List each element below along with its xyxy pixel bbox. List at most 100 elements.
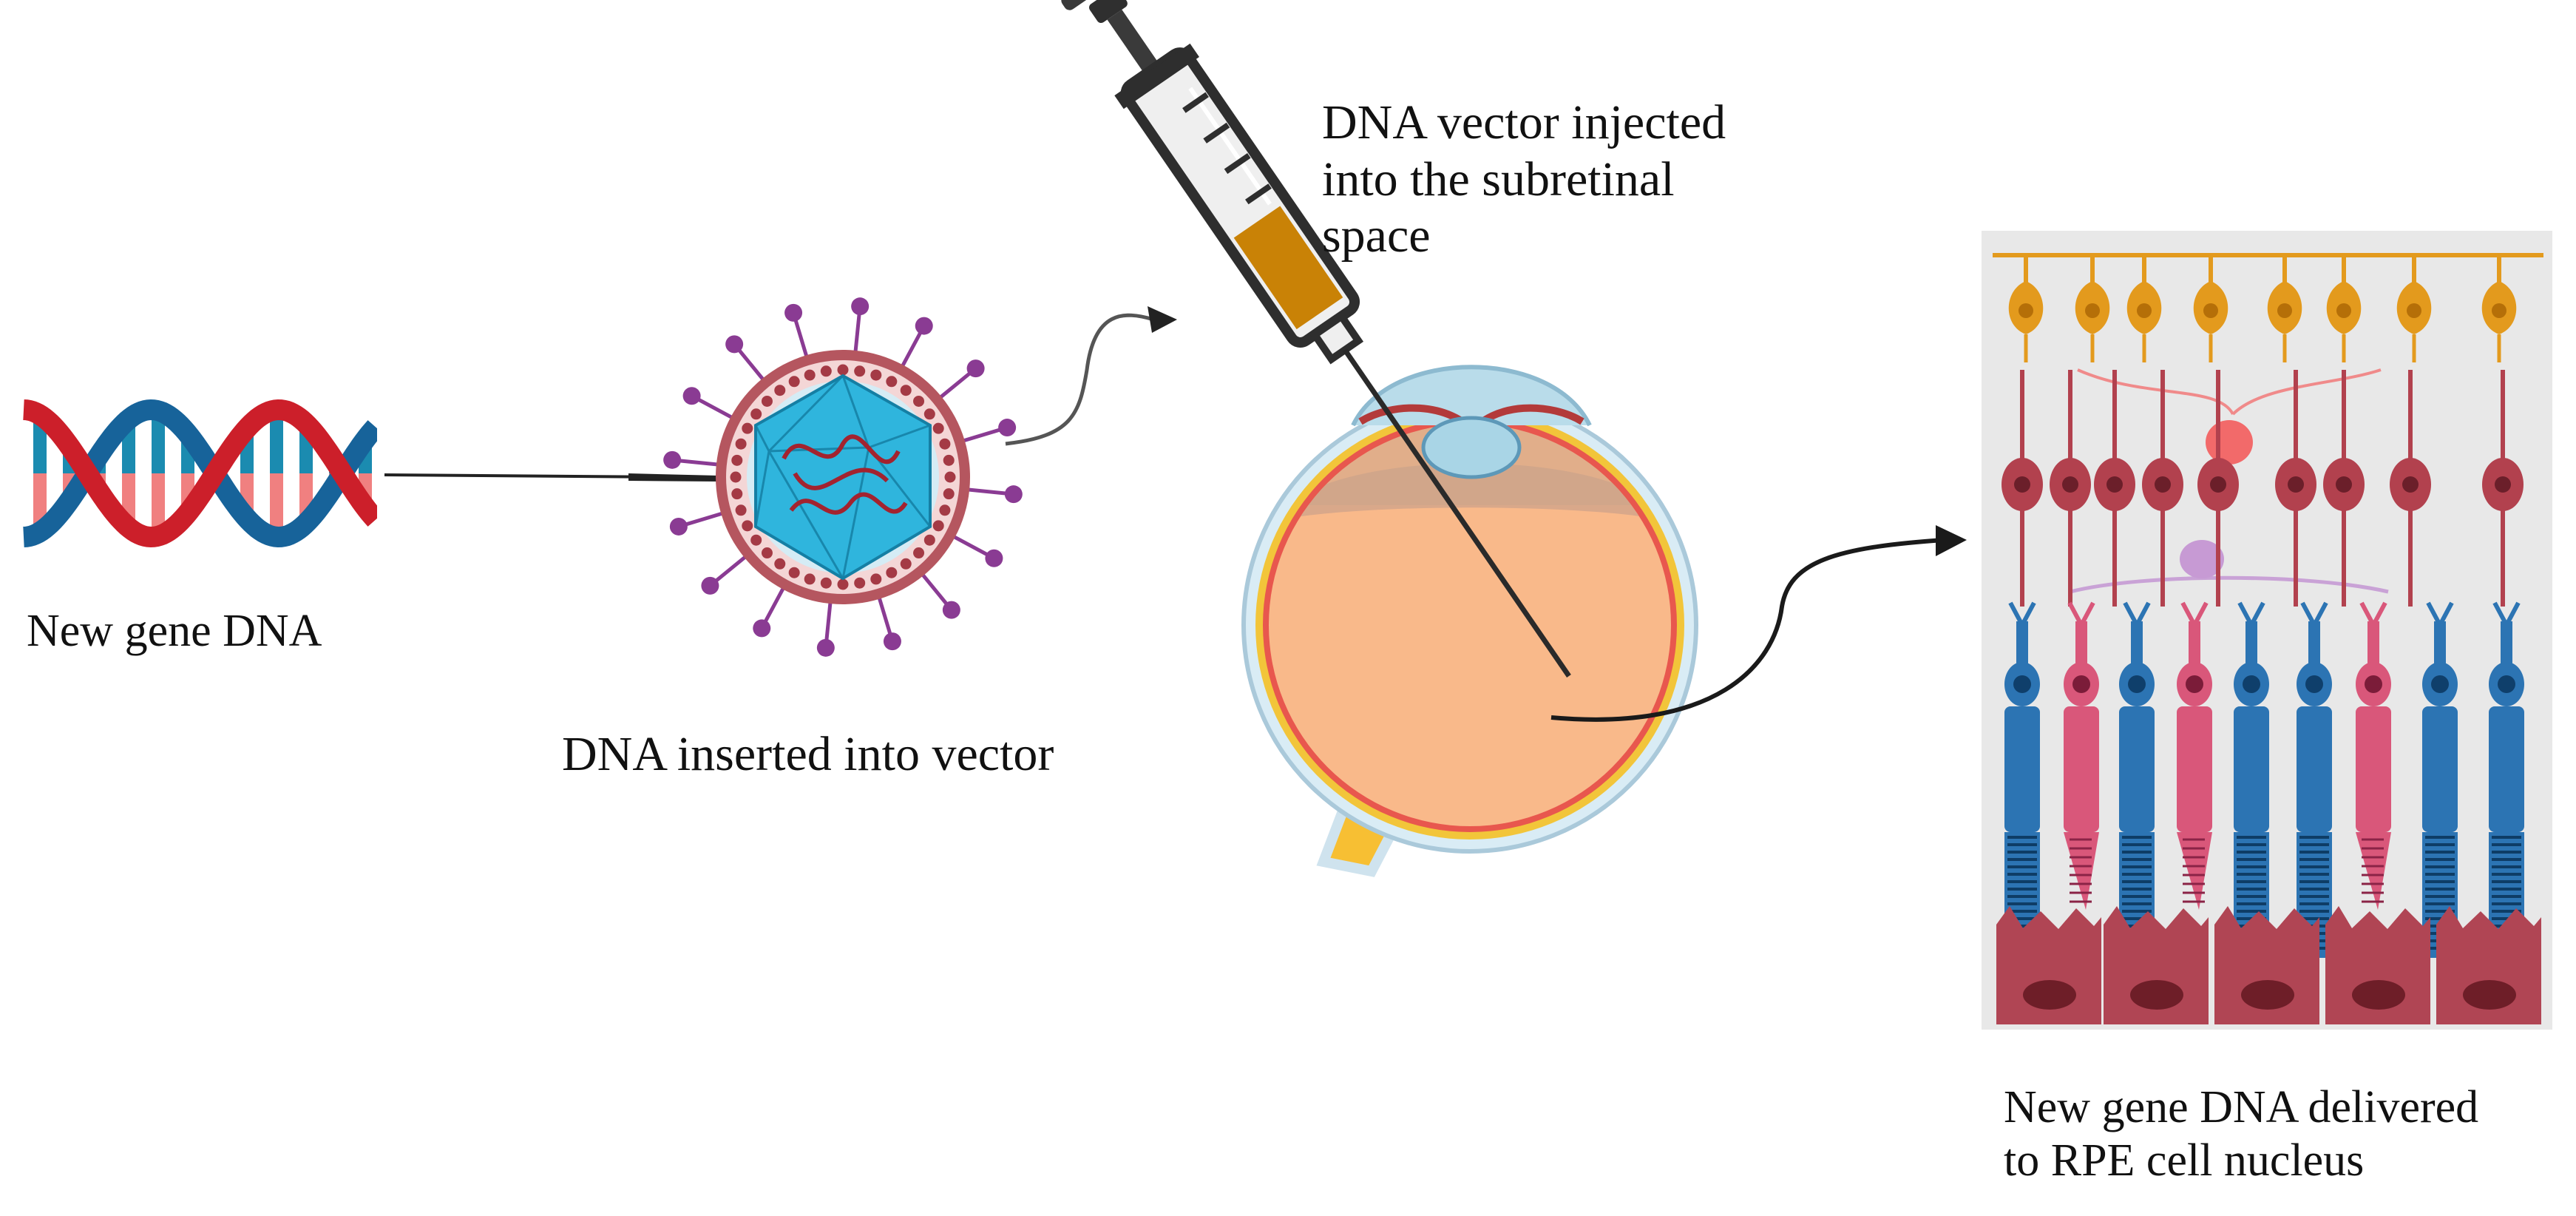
rod-cell-nucleus	[2243, 675, 2260, 693]
membrane-dot	[939, 438, 951, 450]
rpe-nucleus	[2023, 980, 2076, 1010]
dna-rung	[152, 473, 165, 536]
bipolar-nucleus	[2155, 476, 2171, 493]
dna-rung	[152, 411, 165, 473]
virus-spike-tip	[784, 303, 803, 322]
rpe-nucleus	[2352, 980, 2405, 1010]
membrane-dot	[820, 577, 832, 589]
membrane-dot	[731, 454, 743, 466]
ganglion-nucleus	[2492, 303, 2506, 318]
membrane-dot	[761, 547, 773, 559]
gene-delivered-label: New gene DNA delivered to RPE cell nucle…	[2004, 1081, 2478, 1188]
cone-cell-inner-segment	[2356, 706, 2391, 832]
amacrine-cell	[2206, 420, 2253, 465]
membrane-dot	[750, 534, 762, 546]
membrane-dot	[788, 567, 800, 578]
membrane-dot	[870, 369, 882, 381]
eye-cross-section-icon	[1241, 365, 1698, 877]
bipolar-nucleus	[2014, 476, 2030, 493]
membrane-dot	[900, 558, 912, 570]
membrane-dot	[932, 422, 944, 434]
ganglion-nucleus	[2137, 303, 2152, 318]
rod-cell-axon	[2245, 621, 2257, 666]
bipolar-nucleus	[2336, 476, 2352, 493]
cone-cell-inner-segment	[2064, 706, 2099, 832]
rod-cell-inner-segment	[2489, 706, 2524, 832]
rod-cell-axon	[2501, 621, 2512, 666]
bipolar-nucleus	[2495, 476, 2511, 493]
membrane-dot	[804, 573, 816, 585]
rod-cell-axon	[2016, 621, 2028, 666]
membrane-dot	[788, 376, 800, 388]
membrane-dot	[837, 364, 849, 376]
vector-injected-label: DNA vector injected into the subretinal …	[1322, 95, 1726, 265]
cone-outer-segment	[2064, 832, 2099, 910]
gene-delivered-line-1: New gene DNA delivered	[2004, 1082, 2479, 1132]
horizontal-process	[2070, 575, 2389, 594]
cone-outer-segment	[2177, 832, 2212, 910]
eye-to-retina-arrow	[1550, 525, 1967, 722]
rpe-nucleus	[2463, 980, 2516, 1010]
vector-injected-line-2: into the subretinal	[1322, 152, 1675, 206]
membrane-dot	[900, 385, 912, 396]
bipolar-nucleus	[2210, 476, 2226, 493]
vector-injected-line-1: DNA vector injected	[1322, 95, 1726, 149]
amacrine-process	[2077, 368, 2382, 416]
membrane-dot	[886, 567, 898, 578]
membrane-dot	[854, 577, 866, 589]
rod-cell-inner-segment	[2234, 706, 2269, 832]
vector-to-syringe-arrow	[1005, 306, 1177, 446]
virus-spike-tip	[966, 359, 985, 378]
virus-spike-tip	[682, 387, 701, 405]
virus-spike-tip	[985, 549, 1003, 567]
ganglion-nucleus	[2019, 303, 2033, 318]
dna-helix-icon	[23, 399, 377, 548]
ganglion-nucleus	[2336, 303, 2351, 318]
virus-spike-tip	[663, 450, 682, 469]
virus-spike-tip	[753, 619, 771, 638]
dna-to-vector-connector	[384, 473, 719, 482]
membrane-dot	[923, 534, 935, 546]
bipolar-nucleus	[2402, 476, 2419, 493]
membrane-dot	[944, 471, 956, 483]
virus-spike-tip	[1004, 485, 1023, 504]
rod-cell-inner-segment	[2422, 706, 2458, 832]
rod-cell-nucleus	[2128, 675, 2146, 693]
membrane-dot	[923, 408, 935, 420]
cone-outer-segment	[2356, 832, 2391, 910]
retina-layers-icon	[1982, 231, 2552, 1030]
bipolar-nucleus	[2106, 476, 2123, 493]
cone-cell-nucleus	[2072, 675, 2090, 693]
cone-cell-nucleus	[2186, 675, 2203, 693]
rod-cell-nucleus	[2305, 675, 2323, 693]
membrane-dot	[932, 520, 944, 532]
membrane-dot	[774, 385, 786, 396]
membrane-dot	[750, 408, 762, 420]
bipolar-nucleus	[2062, 476, 2078, 493]
virus-vector-icon	[663, 297, 1023, 657]
cone-cell-axon	[2189, 621, 2200, 666]
ganglion-nucleus	[2407, 303, 2421, 318]
membrane-dot	[742, 520, 753, 532]
virus-spike-tip	[883, 632, 901, 651]
virus-spike-tip	[669, 517, 688, 536]
new-gene-dna-label: New gene DNA	[27, 606, 322, 656]
virus-spike-tip	[998, 419, 1017, 437]
virus-spike-tip	[915, 317, 933, 335]
horizontal-cell	[2180, 540, 2224, 578]
membrane-dot	[943, 454, 955, 466]
rpe-nucleus	[2241, 980, 2294, 1010]
membrane-dot	[820, 365, 832, 377]
membrane-dot	[837, 578, 849, 590]
rod-cell-nucleus	[2431, 675, 2449, 693]
bipolar-nucleus	[2288, 476, 2304, 493]
membrane-dot	[913, 395, 925, 407]
membrane-dot	[804, 369, 816, 381]
membrane-dot	[886, 376, 898, 388]
rod-cell-nucleus	[2013, 675, 2031, 693]
virus-spike-tip	[851, 297, 870, 316]
membrane-dot	[854, 365, 866, 377]
cone-cell-nucleus	[2365, 675, 2382, 693]
